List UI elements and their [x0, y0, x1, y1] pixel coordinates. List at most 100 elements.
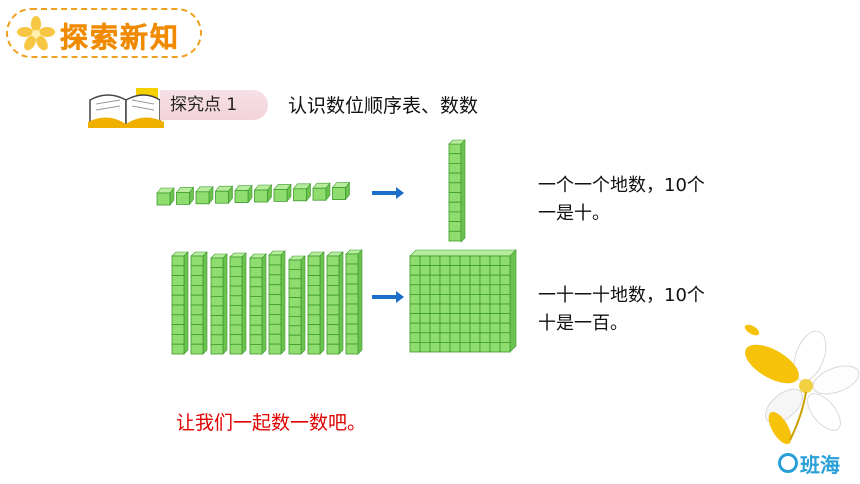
flat-cell: [439, 293, 451, 305]
rod-cell: [268, 274, 282, 286]
rod-cell: [229, 334, 243, 345]
flat-cell: [429, 284, 441, 295]
rod-cell: [268, 264, 282, 276]
rod-cell: [249, 343, 263, 355]
flat-cell: [419, 284, 431, 295]
rod-cell: [268, 284, 282, 296]
flat-cell: [429, 255, 441, 267]
flat-cell: [499, 303, 511, 315]
rod-cell: [268, 254, 282, 266]
rod-cell: [229, 275, 243, 287]
rod-cell: [210, 343, 224, 355]
flat-cell: [479, 284, 491, 295]
topic-label: 探究点 1: [160, 90, 268, 120]
flat-cell: [409, 322, 421, 334]
flat-cell: [419, 332, 431, 343]
rod-side: [319, 251, 325, 355]
rod-cell: [210, 315, 224, 326]
flat-cell: [489, 313, 501, 324]
caption-ones-line2: 一是十。: [538, 203, 610, 224]
rod-cell: [345, 313, 359, 325]
caption-tens-line1: 一十一十地数，10个: [538, 285, 705, 306]
caption-tens-line2: 十是一百。: [538, 313, 628, 334]
rod-cell: [345, 273, 359, 285]
rod-cell: [288, 259, 302, 270]
rod-cell: [448, 211, 462, 222]
rod-cell: [190, 275, 204, 286]
flat-cell: [409, 332, 421, 343]
rod-cell: [448, 172, 462, 184]
rod-cell: [249, 305, 263, 317]
flat-cell: [459, 293, 471, 305]
flat-side: [509, 249, 517, 353]
rod-cell: [268, 304, 282, 315]
rod-cell: [210, 257, 224, 269]
rod-cell: [210, 267, 224, 278]
arrow-icon: [372, 291, 404, 303]
flat-cell: [489, 284, 501, 295]
flat-cell: [419, 274, 431, 286]
flat-cell: [409, 303, 421, 315]
flat-cell: [459, 313, 471, 324]
unit-cube: [273, 188, 288, 202]
flat-cell: [429, 303, 441, 315]
flat-cell: [439, 274, 451, 286]
rod-side: [300, 255, 306, 355]
rod-side: [202, 251, 208, 355]
rod-cell: [345, 333, 359, 345]
rod-cell: [326, 294, 340, 306]
unit-cube: [156, 192, 171, 206]
flat-cell: [489, 293, 501, 305]
flat-cell: [479, 303, 491, 315]
rod-cell: [288, 325, 302, 336]
arrow-icon: [372, 187, 404, 199]
rod-cell: [249, 286, 263, 297]
rod-cell: [229, 343, 243, 355]
rod-cell: [288, 315, 302, 327]
brand-logo: 班海: [778, 450, 840, 477]
unit-cube: [254, 189, 268, 203]
rod-cell: [268, 333, 282, 345]
rod-cell: [345, 283, 359, 295]
flat-cell: [439, 313, 451, 324]
rod-cell: [171, 343, 185, 355]
flat-cell: [499, 293, 511, 305]
rod-cell: [229, 256, 243, 268]
flat-cell: [419, 322, 431, 334]
flat-cell: [419, 341, 431, 353]
flat-cell: [419, 313, 431, 324]
rod-cell: [171, 275, 185, 286]
flat-cell: [469, 274, 481, 286]
rod-cell: [249, 267, 263, 278]
flat-cell: [469, 322, 481, 334]
flat-cell: [459, 332, 471, 343]
flat-cell: [489, 255, 501, 267]
rod-cell: [190, 284, 204, 296]
flat-cell: [439, 284, 451, 295]
flat-cell: [459, 255, 471, 267]
flat-cell: [479, 341, 491, 353]
rod-cell: [210, 305, 224, 317]
rod-side: [222, 253, 228, 355]
rod-cell: [171, 333, 185, 345]
rod-cell: [190, 294, 204, 306]
unit-cube: [332, 187, 346, 201]
rod-cell: [210, 324, 224, 336]
rod-cell: [171, 324, 185, 335]
flat-cell: [449, 265, 461, 276]
rod-cell: [249, 276, 263, 288]
rod-cell: [448, 143, 462, 155]
flat-cell: [429, 293, 441, 305]
flat-cell: [459, 274, 471, 286]
rod-cell: [210, 334, 224, 345]
flat-cell: [419, 255, 431, 267]
logo-icon: [778, 453, 798, 473]
rod-cell: [448, 221, 462, 232]
rod-cell: [268, 323, 282, 335]
flat-cell: [429, 322, 441, 334]
rod-cell: [448, 153, 462, 164]
flat-cell: [429, 265, 441, 276]
flat-cell: [409, 284, 421, 295]
flat-cell: [469, 255, 481, 267]
flat-cell: [409, 293, 421, 305]
